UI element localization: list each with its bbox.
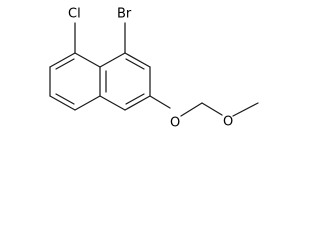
right-ring xyxy=(99,52,151,111)
methoxy-oxygen-atom-label: O xyxy=(223,115,233,130)
substituent-bonds xyxy=(74,22,259,117)
bond-ch2-o xyxy=(201,102,223,116)
bromine-atom-label: Br xyxy=(117,7,132,22)
bond-c3-c4 xyxy=(124,95,151,111)
bond-c8-c8a xyxy=(74,52,101,68)
double-bond-c1-c2-inner xyxy=(125,58,145,70)
chlorine-atom-label: Cl xyxy=(68,7,81,22)
ether-oxygen-atom-label: O xyxy=(170,116,180,131)
bond-c7-c8 xyxy=(49,52,76,68)
bond-c3-o xyxy=(149,95,171,109)
bond-o-ch3 xyxy=(232,102,259,117)
bond-c4-c4a xyxy=(99,95,126,111)
bond-c1-c2 xyxy=(124,52,151,68)
chemical-structure-diagram: Cl Br O O xyxy=(49,7,259,131)
bond-o-ch2 xyxy=(180,102,203,117)
bond-c4a-c5 xyxy=(74,95,101,111)
left-ring xyxy=(49,52,101,111)
bond-c8a-c1 xyxy=(99,52,126,68)
bond-c5-c6 xyxy=(49,95,76,111)
double-bond-c7-c8-inner xyxy=(55,58,75,70)
double-bond-c5-c6-inner xyxy=(55,93,75,105)
double-bond-c3-c4-inner xyxy=(125,93,145,105)
